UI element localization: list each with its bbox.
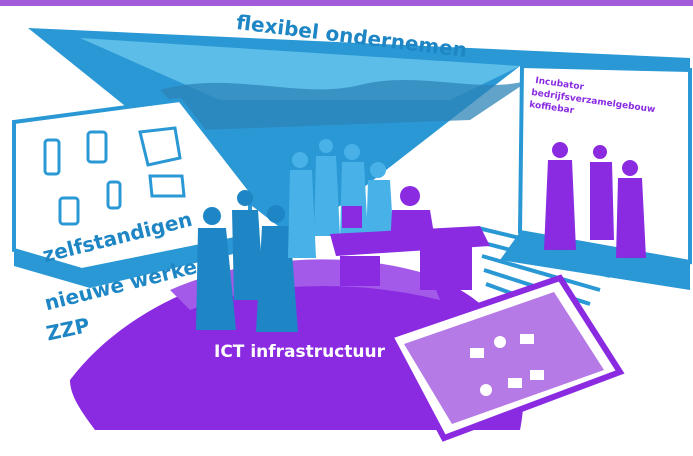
- mountain-silhouette: [160, 80, 530, 130]
- laptop-icon: [148, 174, 186, 198]
- clock-icon: [494, 336, 506, 348]
- location-icon: [480, 384, 492, 396]
- top-strip: [0, 0, 693, 6]
- mobile-phone-icon: [43, 138, 61, 176]
- smartphone-icon: [86, 130, 108, 164]
- tablet-icon: [58, 196, 80, 226]
- tablet-screen: [404, 292, 604, 424]
- blue-people: [196, 190, 298, 332]
- cordless-phone-icon: [106, 180, 122, 210]
- desk-phone-icon: [138, 126, 182, 167]
- ict-infrastructuur-label: ICT infrastructuur: [214, 342, 386, 362]
- device-icons: [43, 126, 186, 226]
- tablet-app-icons: [470, 334, 544, 396]
- laptop-app-icon: [530, 370, 544, 380]
- mail-icon: [470, 348, 484, 358]
- device-panel-edge: [14, 236, 250, 288]
- people-icon: [508, 378, 522, 388]
- chart-icon: [520, 334, 534, 344]
- panel-people: [544, 142, 646, 258]
- office-desks: [330, 186, 490, 290]
- purple-floor: [70, 261, 524, 430]
